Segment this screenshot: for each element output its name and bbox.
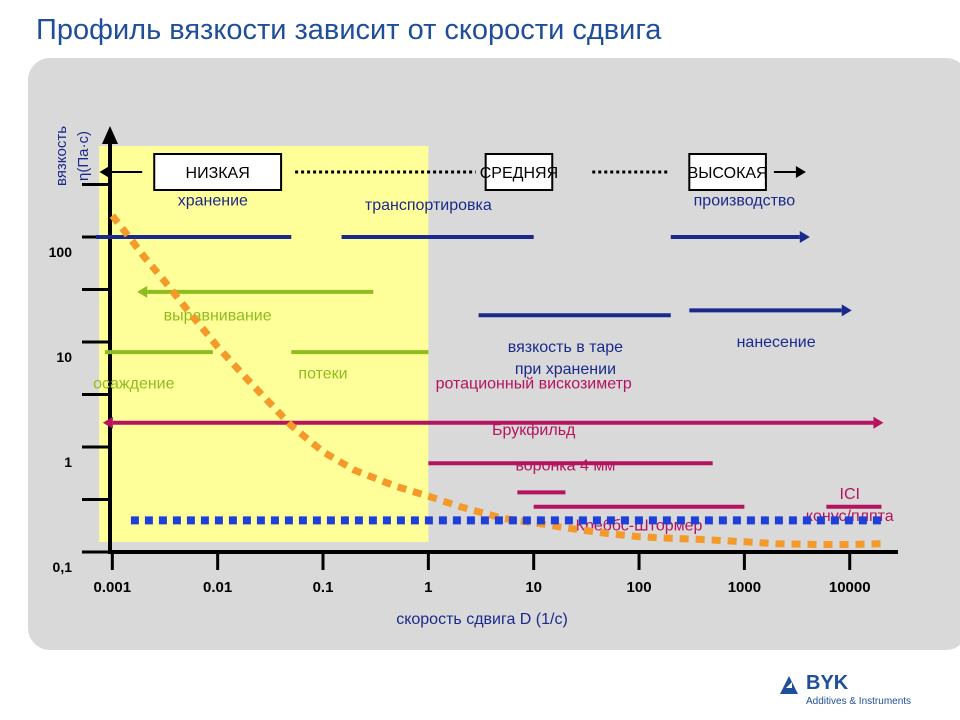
byk-logo: BYK Additives & Instruments xyxy=(778,672,928,716)
zone-label: ВЫСОКАЯ xyxy=(688,165,768,182)
x-tick-label: 10000 xyxy=(829,579,871,596)
logo-name: BYK xyxy=(806,672,849,694)
range-label: осаждение xyxy=(93,376,175,393)
range-arrow-right xyxy=(873,416,884,429)
y-axis-arrow xyxy=(102,126,118,144)
x-tick-label: 0.1 xyxy=(313,579,334,596)
range-label: транспортировка xyxy=(365,197,492,214)
zone-arrow-left xyxy=(99,166,110,178)
range-label: хранение xyxy=(178,192,248,209)
x-tick-label: 100 xyxy=(627,579,652,596)
range-arrow-right xyxy=(841,304,852,317)
y-axis-unit-label: η(Па·с) xyxy=(75,131,92,181)
range-label: Брукфильд xyxy=(492,422,576,439)
x-tick-label: 1000 xyxy=(728,579,761,596)
logo-subtitle: Additives & Instruments xyxy=(806,696,912,707)
zone-label: НИЗКАЯ xyxy=(186,165,250,182)
y-axis-label: вязкость xyxy=(53,126,70,186)
range-label: нанесение xyxy=(737,334,816,351)
zone-box xyxy=(153,153,283,191)
x-tick-label: 0.001 xyxy=(94,579,132,596)
flow-curve xyxy=(109,213,882,548)
y-tick-label: 100 xyxy=(49,244,73,260)
zone-arrow-right xyxy=(795,166,806,178)
range-arrow-right xyxy=(799,231,810,243)
range-label: выравнивание xyxy=(164,308,272,325)
y-tick-label: 0,1 xyxy=(53,559,73,575)
zone-box xyxy=(688,153,767,191)
range-arrow-left xyxy=(102,416,113,429)
y-tick-label: 10 xyxy=(56,349,72,365)
range-label: производство xyxy=(694,192,796,209)
range-label: потеки xyxy=(298,365,347,382)
y-tick-label: 1 xyxy=(64,454,72,470)
range-label: воронка 4 мм xyxy=(515,457,615,474)
range-arrow-left xyxy=(137,285,148,298)
range-label: ротационный вискозиметр xyxy=(436,376,632,393)
zone-box xyxy=(484,153,554,191)
x-tick-label: 1 xyxy=(424,579,432,596)
x-axis-label: скорость сдвига D (1/с) xyxy=(396,611,568,628)
zone-label: СРЕДНЯЯ xyxy=(480,165,558,182)
x-tick-label: 0.01 xyxy=(203,579,232,596)
x-tick-label: 10 xyxy=(525,579,542,596)
page-title: Профиль вязкости зависит от скорости сдв… xyxy=(36,14,662,46)
byk-logo-mark-icon xyxy=(780,676,798,694)
